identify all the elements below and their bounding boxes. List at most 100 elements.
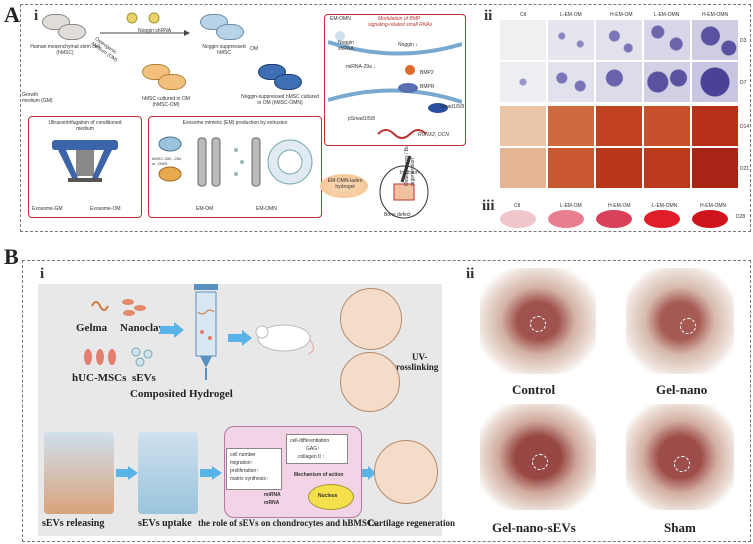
stain-d7-ctl [500, 62, 546, 102]
stain-d3-ctl [500, 20, 546, 60]
huc-mscs-label: hUC-MSCs [72, 372, 127, 384]
arrow-to-role [200, 466, 222, 480]
stain-d21-hemom [596, 148, 642, 188]
panel-a-i-label: i [34, 8, 39, 24]
cartilage-circle [374, 440, 438, 504]
sevs-icon [130, 346, 156, 368]
defect-circle-gel-nano [680, 318, 696, 334]
exosome-gm-label: Exosome-GM [32, 206, 63, 212]
inset-noggin-shrna: Noggin shRNA [338, 40, 354, 52]
sevs-releasing-label: sEVs releasing [42, 518, 105, 529]
arrow-to-uptake [116, 466, 138, 480]
ii-col-3: L-EM-OMN [654, 12, 680, 18]
noggin-cells [200, 12, 244, 42]
box2-line1: cell-differentiation [290, 438, 330, 444]
stain-d7-lemom [548, 62, 594, 102]
cells-small-label: hMSC-GM, -OM, or -OMN [152, 156, 182, 166]
stain-d7-hemomn [692, 62, 738, 102]
hmsc-cells [42, 12, 86, 42]
hmsc-om-cells [142, 62, 186, 92]
uv-label-2: crosslinking [392, 362, 439, 372]
iii-col-2: H-EM-OM [608, 203, 631, 209]
inset-psmad: pSmad1/5/8 [348, 116, 375, 122]
ultracentrifugation-box [28, 116, 142, 218]
photo-label-gel-nano: Gel-nano [656, 382, 708, 397]
inset-bmpr: BMPR [420, 84, 435, 90]
syringe-icon [186, 282, 226, 382]
nucleus-icon [308, 484, 354, 510]
ii-row-d21: D21 [740, 166, 750, 172]
box-differentiation [286, 434, 348, 464]
photo-sham [626, 404, 734, 510]
panel-a-letter: A [4, 2, 20, 27]
iii-day-label: D28 [736, 214, 746, 220]
hydrogel-blob [320, 174, 368, 198]
em-production-box [148, 116, 322, 218]
mrna-label: mRNA [264, 500, 280, 506]
inset-runx: RUNX2, OCN [418, 132, 449, 138]
iii-col-3: L-EM-OMN [652, 203, 678, 209]
cartilage-regen-label: Cartilage regeneration [368, 518, 456, 528]
well-ctl [500, 210, 536, 228]
centrifuge-icon [50, 134, 120, 184]
stain-d14-hemomn [692, 106, 738, 146]
gelma-label: Gelma [76, 322, 108, 334]
arrow-to-rat [228, 330, 252, 346]
role-label: the role of sEVs on chondrocytes and hBM… [198, 518, 377, 528]
photo-gel-nano-sevs [480, 404, 596, 510]
stain-d14-ctl [500, 106, 546, 146]
virus-icon [122, 10, 172, 26]
em-omn-hydrogel-label: EM-OMN-laden hydrogel [327, 178, 363, 190]
box1-line2: migration↑ [230, 460, 254, 466]
defect-circle-gel-nano-sevs [532, 454, 548, 470]
photo-gel-nano [626, 268, 734, 374]
ii-col-2: H-EM-OM [610, 12, 633, 18]
panel-a-ii-label: ii [484, 8, 493, 24]
stain-d21-lemom [548, 148, 594, 188]
inset-smad: Smad1/5/8 [440, 104, 465, 110]
stain-d7-hemom [596, 62, 642, 102]
mouse-skull-icon [374, 150, 434, 220]
box2-line3: collagen II ↑ [298, 454, 325, 460]
injection-label: Injection [400, 170, 419, 176]
stain-d14-hemom [596, 106, 642, 146]
nanoclay-icon [120, 296, 148, 318]
ultracentrifugation-label: Ultracentrifugation of conditioned mediu… [48, 120, 122, 132]
box-cell-number [226, 448, 282, 490]
sevs-label: sEVs [132, 372, 156, 384]
photo-control [480, 268, 596, 374]
nanoclay-label: Nanoclay [120, 322, 164, 334]
knee-crosslink-circle [340, 352, 400, 412]
stain-d3-hemomn [692, 20, 738, 60]
box1-line1: cell number [230, 452, 256, 458]
extrusion-icon [156, 130, 316, 194]
uptake-illustration [138, 432, 198, 514]
photo-label-gel-nano-sevs: Gel-nano-sEVs [492, 520, 576, 535]
panel-b-letter: B [4, 244, 19, 269]
box1-line3: proliferation↑ [230, 468, 259, 474]
mod-title-2: signaling-related small RNAs [368, 22, 433, 28]
huc-mscs-icon [80, 348, 120, 366]
em-production-label: Exosome mimetic (EM) production by extru… [182, 120, 288, 126]
modulation-inset [324, 14, 466, 146]
sevs-uptake-label: sEVs uptake [138, 518, 192, 529]
hmsc-omn-cells [258, 62, 302, 92]
ii-row-d14: D14 [740, 124, 750, 130]
well-hemom [596, 210, 632, 228]
defect-circle-sham [674, 456, 690, 472]
em-omn-label: EM-OMN [256, 206, 277, 212]
releasing-illustration [44, 432, 114, 514]
well-hemomn [692, 210, 728, 228]
inset-em-omn: EM-OMN [330, 16, 351, 22]
inset-mirna: miRNA-29a ↓ [346, 64, 376, 70]
stain-d14-lemom [548, 106, 594, 146]
stain-d21-hemomn [692, 148, 738, 188]
stain-d7-lemomn [644, 62, 690, 102]
mirna-label: miRNA [264, 492, 281, 498]
mod-title-1: Modulation of BMP [378, 16, 421, 22]
exosome-om-label: Exosome-OM [90, 206, 121, 212]
membrane-illustration [327, 30, 463, 140]
om-label: OM [250, 46, 259, 52]
iii-col-4: H-EM-OMN [700, 203, 727, 209]
photo-label-control: Control [512, 382, 556, 397]
